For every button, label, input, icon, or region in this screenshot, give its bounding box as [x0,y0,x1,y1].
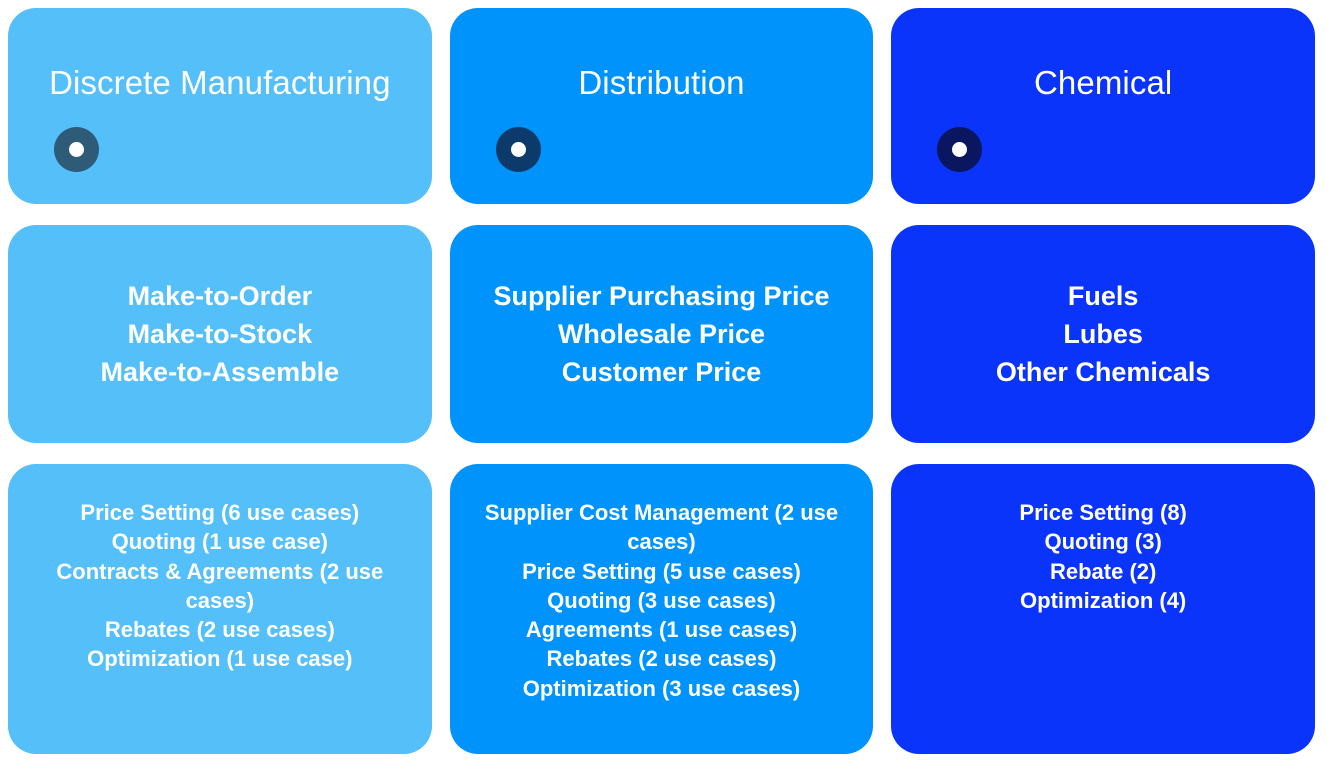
category-item: Lubes [1063,318,1143,349]
categories-card-discrete-manufacturing: Make-to-Order Make-to-Stock Make-to-Asse… [8,225,432,443]
categories-card-chemical: Fuels Lubes Other Chemicals [891,225,1315,443]
use-case-list: Price Setting (8) Quoting (3) Rebate (2)… [917,498,1289,615]
column-header-chemical[interactable]: Chemical [891,8,1315,204]
use-case-list: Price Setting (6 use cases) Quoting (1 u… [34,498,406,674]
category-list: Fuels Lubes Other Chemicals [907,277,1299,392]
filled-circle-marker-icon [495,127,541,172]
category-list: Supplier Purchasing Price Wholesale Pric… [466,277,858,392]
use-case-item: Quoting (1 use case) [111,529,329,555]
use-case-item: Optimization (1 use case) [87,646,353,672]
column-title: Distribution [578,64,745,101]
use-case-item: Price Setting (6 use cases) [80,500,360,525]
marker-center-dot [69,142,84,157]
category-item: Supplier Purchasing Price [493,280,830,311]
use-case-list: Supplier Cost Management (2 use cases) P… [476,498,848,703]
category-list: Make-to-Order Make-to-Stock Make-to-Asse… [24,277,416,392]
column-header-distribution[interactable]: Distribution [449,8,874,204]
use-case-item: Price Setting (8) [1019,500,1187,525]
filled-circle-marker-icon [937,127,983,172]
use-case-item: Optimization (3 use cases) [522,675,801,701]
use-cases-card-distribution: Supplier Cost Management (2 use cases) P… [449,464,874,754]
use-case-item: Supplier Cost Management (2 use cases) [484,500,839,555]
column-title: Discrete Manufacturing [49,64,391,101]
use-case-item: Optimization (4) [1020,587,1187,613]
marker-center-dot [510,142,526,157]
column-header-discrete-manufacturing[interactable]: Discrete Manufacturing [8,8,432,204]
category-item: Wholesale Price [557,318,766,349]
use-case-item: Price Setting (5 use cases) [522,558,801,584]
filled-circle-marker-icon [54,127,99,172]
use-cases-card-discrete-manufacturing: Price Setting (6 use cases) Quoting (1 u… [8,464,432,754]
use-case-item: Quoting (3) [1044,529,1162,555]
use-case-item: Agreements (1 use cases) [525,617,798,642]
use-case-item: Quoting (3 use cases) [547,587,776,613]
column-title: Chemical [1033,64,1173,101]
category-item: Make-to-Order [127,280,313,311]
use-case-item: Contracts & Agreements (2 use cases) [56,558,384,613]
category-item: Customer Price [561,357,762,388]
marker-center-dot [952,142,968,157]
use-case-item: Rebates (2 use cases) [104,617,335,642]
category-item: Make-to-Stock [127,318,313,349]
use-case-item: Rebate (2) [1049,558,1157,584]
category-item: Fuels [1067,280,1139,311]
category-item: Make-to-Assemble [100,357,340,388]
use-case-item: Rebates (2 use cases) [546,646,777,672]
categories-card-distribution: Supplier Purchasing Price Wholesale Pric… [449,225,874,443]
use-cases-card-chemical: Price Setting (8) Quoting (3) Rebate (2)… [891,464,1315,754]
category-item: Other Chemicals [995,357,1211,388]
